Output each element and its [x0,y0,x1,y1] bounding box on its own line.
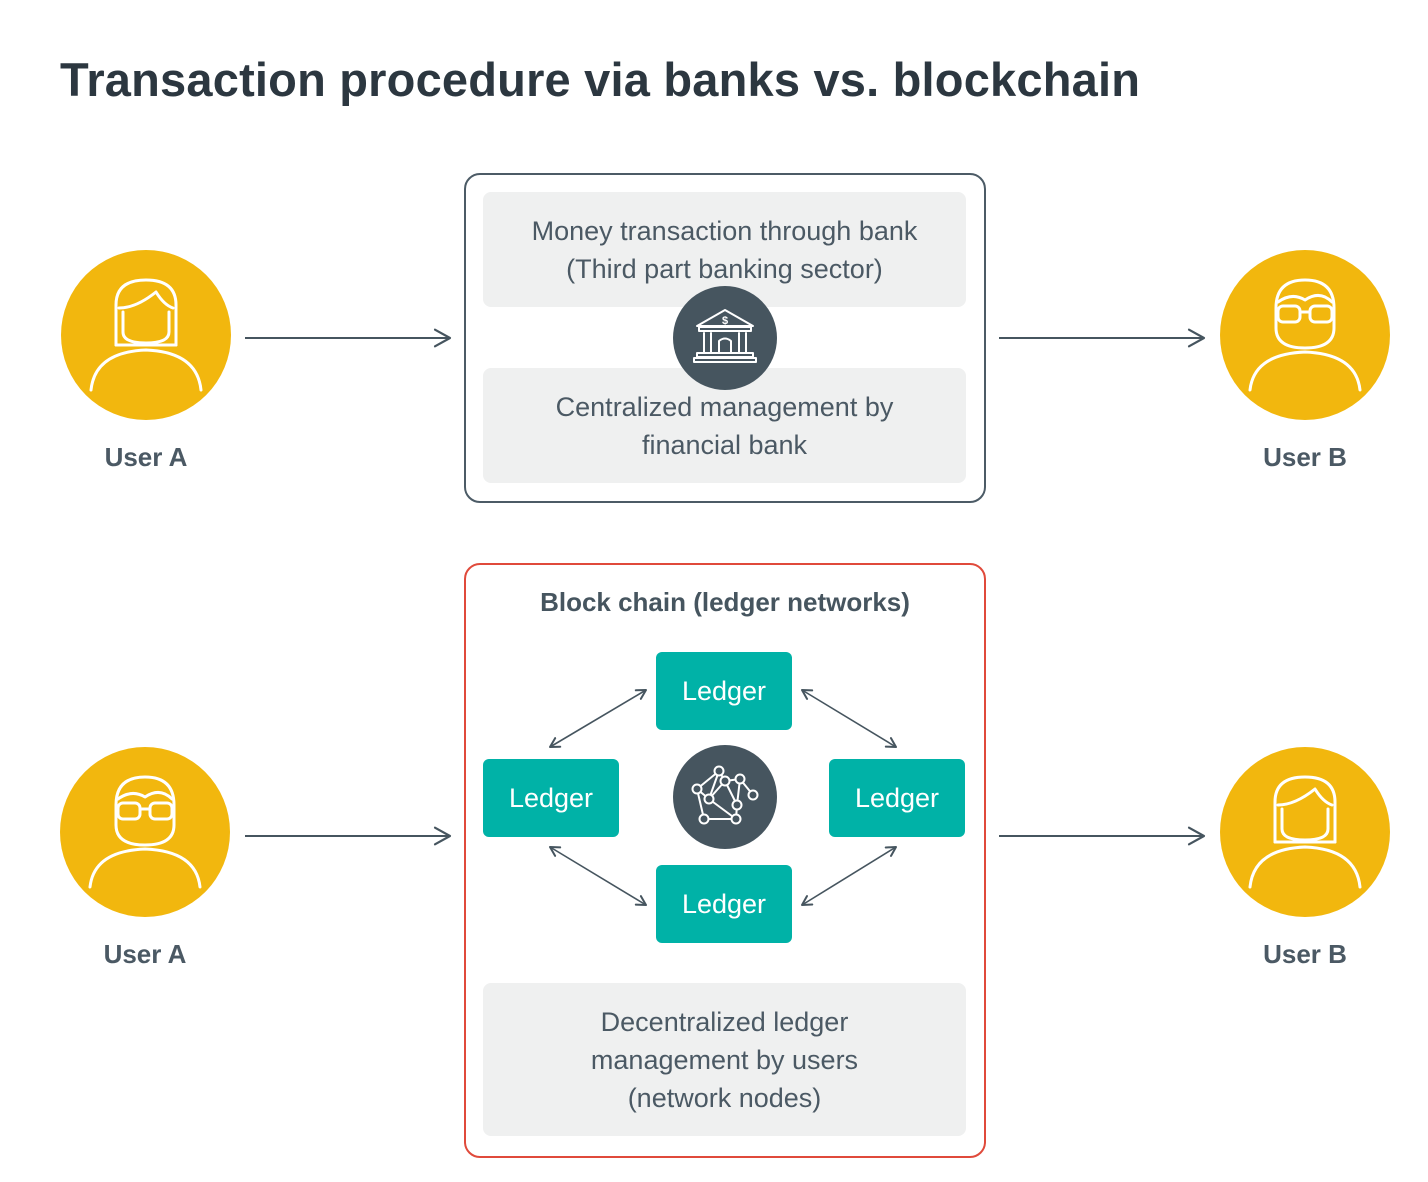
svg-text:$: $ [722,315,728,327]
centralized-line-1: Centralized management by [555,391,894,422]
network-icon [673,745,777,849]
user-a-label: User A [104,442,188,472]
ledger-node-bottom: Ledger [656,865,792,943]
user-glasses-icon [60,747,230,917]
ledger-node-top: Ledger [656,652,792,730]
centralized-line-2: financial bank [641,429,808,460]
ledger-node-right: Ledger [829,759,965,837]
blockchain-heading: Block chain (ledger networks) [540,587,910,617]
user-female-icon [1220,747,1390,917]
decentralized-line-3: (network nodes) [627,1082,822,1113]
decentralized-line-1: Decentralized ledger [600,1006,849,1037]
decentralized-management-panel: Decentralized ledger management by users… [483,983,966,1136]
user-a-label: User A [103,939,187,969]
user-female-icon [61,250,231,420]
page-title: Transaction procedure via banks vs. bloc… [60,53,1141,106]
decentralized-line-2: management by users [590,1044,859,1075]
blockchain-box [464,563,986,1158]
bank-box [464,173,986,503]
bank-transaction-line-1: Money transaction through bank [531,215,918,246]
user-glasses-icon [1220,250,1390,420]
ledger-node-left: Ledger [483,759,619,837]
user-b-label: User B [1263,442,1347,472]
bank-transaction-line-2: (Third part banking sector) [566,253,883,284]
bank-icon: $ [673,286,777,390]
user-b-label: User B [1263,939,1347,969]
